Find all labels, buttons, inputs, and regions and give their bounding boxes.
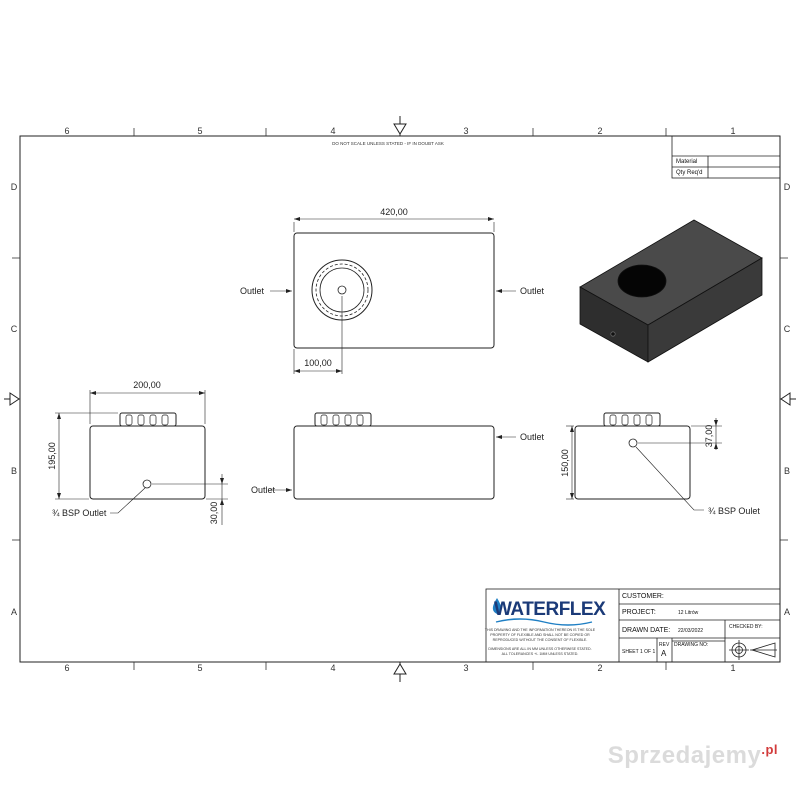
zone-ticks [12, 128, 788, 670]
sheet-label: SHEET 1 OF 1 [622, 649, 655, 655]
water-drop-icon [492, 598, 502, 614]
centering-marks [4, 116, 796, 682]
iso-side-face [647, 257, 763, 363]
top-offset-dim: 100,00 [304, 358, 332, 368]
end-view [566, 412, 722, 511]
zone-right-a: A [784, 607, 790, 617]
drawn-date-value: 22/03/2022 [678, 628, 703, 634]
waterflex-logo: WATERFLEX [492, 598, 607, 626]
front-outlet-top-label: Outlet [520, 432, 545, 442]
side-cap [119, 412, 177, 427]
cap-center-hole [337, 285, 347, 295]
end-view-outline [574, 425, 691, 500]
top-outlet-right-label: Outlet [520, 286, 545, 296]
disclaimer-line-3: REPRODUCED WITHOUT THE CONSENT OF FLEXIB… [493, 638, 588, 642]
side-width-dim: 200,00 [133, 380, 161, 390]
sprzedajemy-watermark: Sprzedajemy.pl [608, 742, 778, 770]
iso-outlet [610, 331, 616, 337]
zone-bottom-5: 5 [197, 663, 202, 673]
zone-bottom-4: 4 [330, 663, 335, 673]
end-top-offset-dim: 37,00 [704, 425, 714, 448]
top-view [270, 217, 516, 374]
watermark-suffix: .pl [761, 742, 778, 757]
zone-right-c: C [784, 324, 791, 334]
side-view [55, 390, 228, 525]
front-view [270, 412, 516, 500]
zone-right-d: D [784, 182, 791, 192]
isometric-view [579, 219, 763, 363]
zone-top-1: 1 [730, 126, 735, 136]
zone-top-4: 4 [330, 126, 335, 136]
logo-text: WATERFLEX [494, 599, 606, 620]
iso-cap [617, 264, 667, 298]
end-outlet [628, 438, 638, 448]
zone-top-2: 2 [597, 126, 602, 136]
end-outlet-label: ¾ BSP Oulet [708, 506, 760, 516]
zone-bottom-3: 3 [463, 663, 468, 673]
side-height-dim: 195,00 [47, 442, 57, 470]
disclaimer-line-5: ALL TOLERANCES +/- 1MM UNLESS STATED. [502, 652, 579, 656]
top-width-dim: 420,00 [380, 207, 408, 217]
zone-top-6: 6 [64, 126, 69, 136]
zone-bottom-2: 2 [597, 663, 602, 673]
zone-left-a: A [11, 607, 17, 617]
material-box [671, 135, 781, 179]
zone-left-c: C [11, 324, 18, 334]
rev-label: REV [659, 642, 670, 648]
project-label: PROJECT: [622, 609, 656, 616]
front-cap [314, 412, 372, 427]
zone-top-3: 3 [463, 126, 468, 136]
disclaimer-line-2: PROPERTY OF FLEXIBLE AND SHALL NOT BE CO… [490, 633, 590, 637]
top-outlet-left-label: Outlet [240, 286, 265, 296]
title-block [485, 588, 781, 663]
side-outlet [142, 479, 152, 489]
front-outlet-bottom-label: Outlet [251, 485, 276, 495]
projection-symbol-icon [729, 640, 777, 660]
project-value: 12 Litrów [678, 610, 699, 616]
disclaimer-line-4: DIMENSIONS ARE ALL IN MM UNLESS OTHERWIS… [488, 647, 591, 651]
material-label: Material [676, 159, 697, 165]
zone-bottom-1: 1 [730, 663, 735, 673]
checked-by-label: CHECKED BY: [729, 624, 763, 630]
end-height-dim: 150,00 [560, 449, 570, 477]
zone-bottom-6: 6 [64, 663, 69, 673]
zone-left-d: D [11, 182, 18, 192]
zone-right-b: B [784, 466, 790, 476]
side-outlet-height-dim: 30,00 [209, 502, 219, 525]
rev-value: A [661, 649, 667, 658]
drawn-date-label: DRAWN DATE: [622, 627, 670, 634]
side-outlet-label: ¾ BSP Outlet [52, 508, 107, 518]
customer-label: CUSTOMER: [622, 593, 664, 600]
zone-top-5: 5 [197, 126, 202, 136]
scale-notice: DO NOT SCALE UNLESS STATED - IF IN DOUBT… [332, 141, 444, 146]
drawing-no-label: DRAWING NO: [674, 642, 708, 648]
qty-label: Qty Req'd [676, 170, 703, 176]
disclaimer-line-1: THIS DRAWING AND THE INFORMATION THEREON… [485, 628, 596, 632]
zone-left-b: B [11, 466, 17, 476]
front-view-outline [293, 425, 495, 500]
top-view-outline [293, 232, 495, 349]
watermark-text: Sprzedajemy [607, 742, 762, 769]
end-cap [603, 412, 661, 427]
